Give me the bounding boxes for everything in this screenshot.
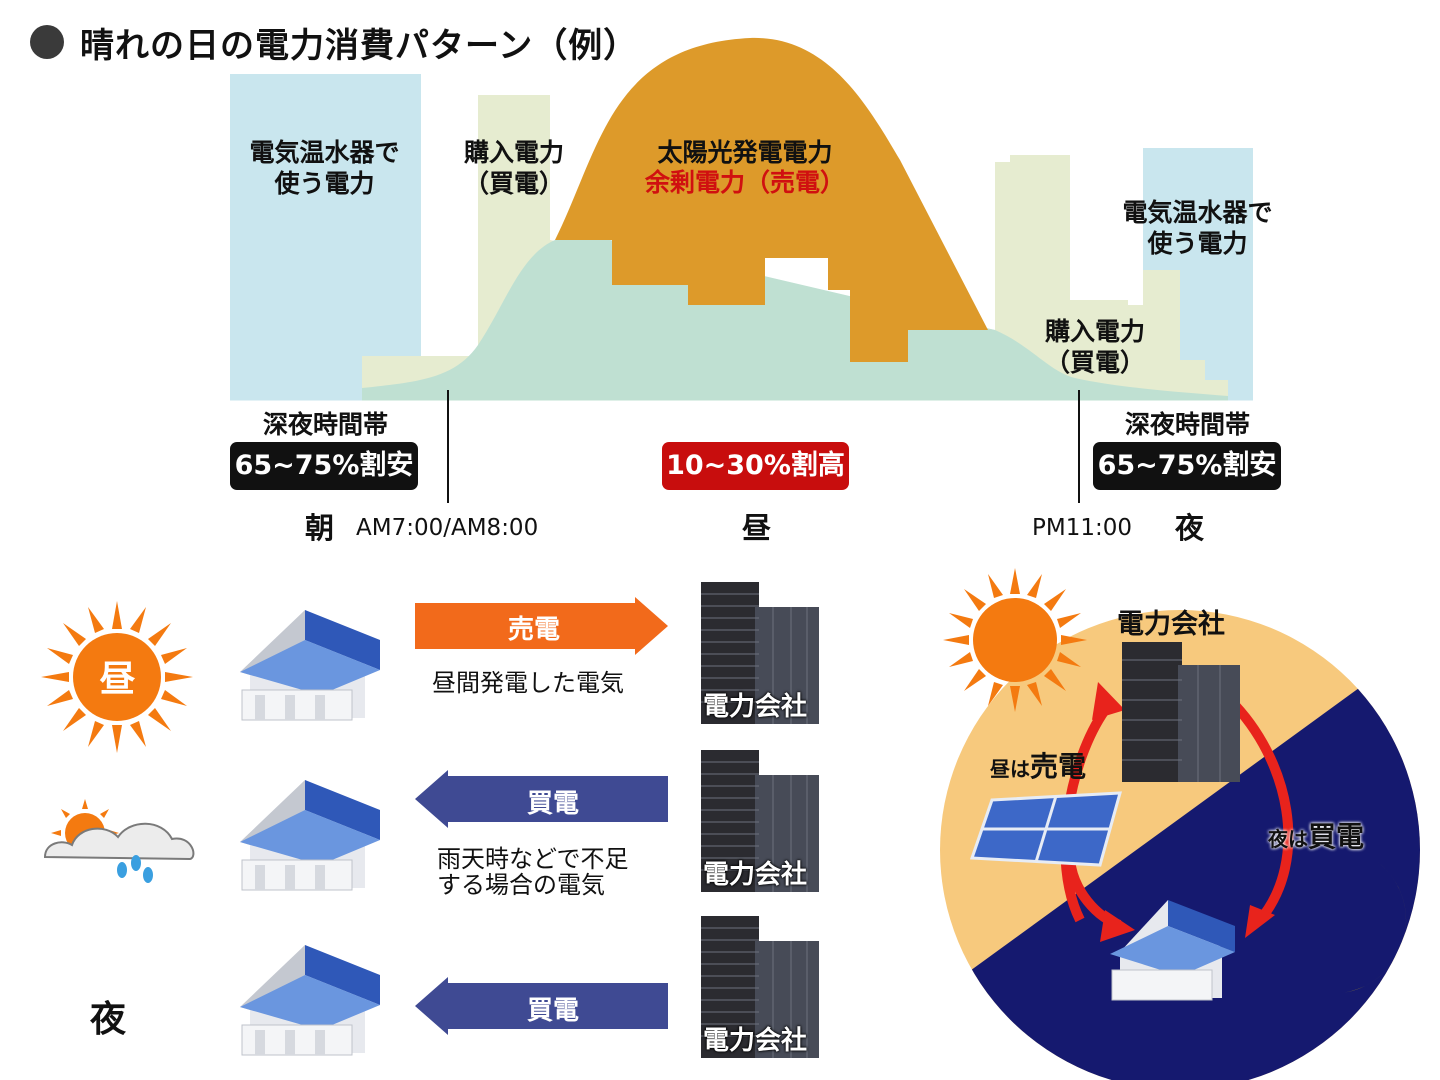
morning-label: 朝	[305, 511, 335, 545]
night-weather-label: 夜	[90, 999, 127, 1040]
rate-badge-right: 65~75%割安	[1093, 442, 1281, 490]
purchase-label-left: 購入電力 （買電）	[463, 138, 564, 198]
cycle-sun-icon	[943, 568, 1087, 712]
page-title: 晴れの日の電力消費パターン（例）	[80, 26, 639, 66]
consumption-chart	[230, 37, 1253, 402]
morning-time: AM7:00/AM8:00	[356, 515, 539, 541]
noon-label: 昼	[742, 511, 772, 545]
power-company-building-icon	[701, 916, 819, 1058]
power-company-label: 電力会社	[703, 860, 808, 890]
heater-label-right: 電気温水器で 使う電力	[1122, 198, 1273, 258]
power-company-label: 電力会社	[703, 692, 808, 722]
power-company-building-icon	[701, 582, 819, 724]
solar-label: 太陽光発電電力	[657, 138, 833, 167]
cycle-night-label: 夜は買電	[1268, 815, 1364, 855]
power-company-label: 電力会社	[703, 1026, 808, 1056]
cycle-house-icon	[1110, 900, 1235, 1001]
cycle-night-prefix: 夜は	[1268, 827, 1308, 851]
night-divider	[1078, 390, 1080, 503]
sun-icon	[41, 601, 193, 753]
cycle-company-label: 電力会社	[1117, 609, 1225, 640]
night-band-left: 深夜時間帯	[262, 410, 388, 439]
solar-area	[555, 37, 988, 362]
cycle-day-action: 売電	[1030, 750, 1087, 783]
cycle-day-label: 昼は売電	[990, 745, 1086, 785]
heater-label-left: 電気温水器で 使う電力	[249, 138, 400, 198]
sell-arrow-label: 売電	[508, 615, 561, 645]
surplus-label: 余剰電力（売電）	[644, 168, 845, 197]
consumption-area	[362, 240, 1228, 401]
heater-area-left	[230, 74, 421, 401]
buy-description: 雨天時などで不足 する場合の電気	[437, 845, 629, 899]
buy-arrow-label: 買電	[527, 789, 580, 819]
buy-arrow	[415, 770, 668, 828]
buy-arrow-label: 買電	[527, 996, 580, 1026]
solar-house-icon	[240, 780, 380, 891]
power-company-building-icon	[701, 750, 819, 892]
title-bullet-icon	[30, 25, 64, 59]
solar-house-icon	[240, 610, 380, 721]
buy-cycle-arrow	[1226, 696, 1294, 924]
rate-badge-left: 65~75%割安	[230, 442, 418, 490]
night-time: PM11:00	[1032, 515, 1132, 541]
night-sky-area	[940, 680, 1420, 1080]
rate-badge-mid: 10~30%割高	[662, 442, 849, 490]
sell-description: 昼間発電した電気	[432, 669, 624, 697]
day-night-cycle-diagram	[940, 568, 1420, 1080]
cycle-solar-panel-icon	[969, 791, 1123, 867]
purchase-label-right: 購入電力 （買電）	[1044, 317, 1145, 377]
cycle-building-icon	[1122, 642, 1182, 782]
rain-cloud-icon	[43, 799, 195, 883]
night-label: 夜	[1175, 511, 1205, 545]
morning-divider	[447, 390, 449, 503]
night-band-right: 深夜時間帯	[1124, 410, 1250, 439]
sell-arrow	[415, 597, 668, 655]
cycle-day-prefix: 昼は	[990, 757, 1030, 781]
solar-house-icon	[240, 945, 380, 1056]
cycle-night-action: 買電	[1308, 820, 1365, 853]
day-weather-label: 昼	[99, 659, 136, 700]
buy-arrow	[415, 977, 668, 1035]
